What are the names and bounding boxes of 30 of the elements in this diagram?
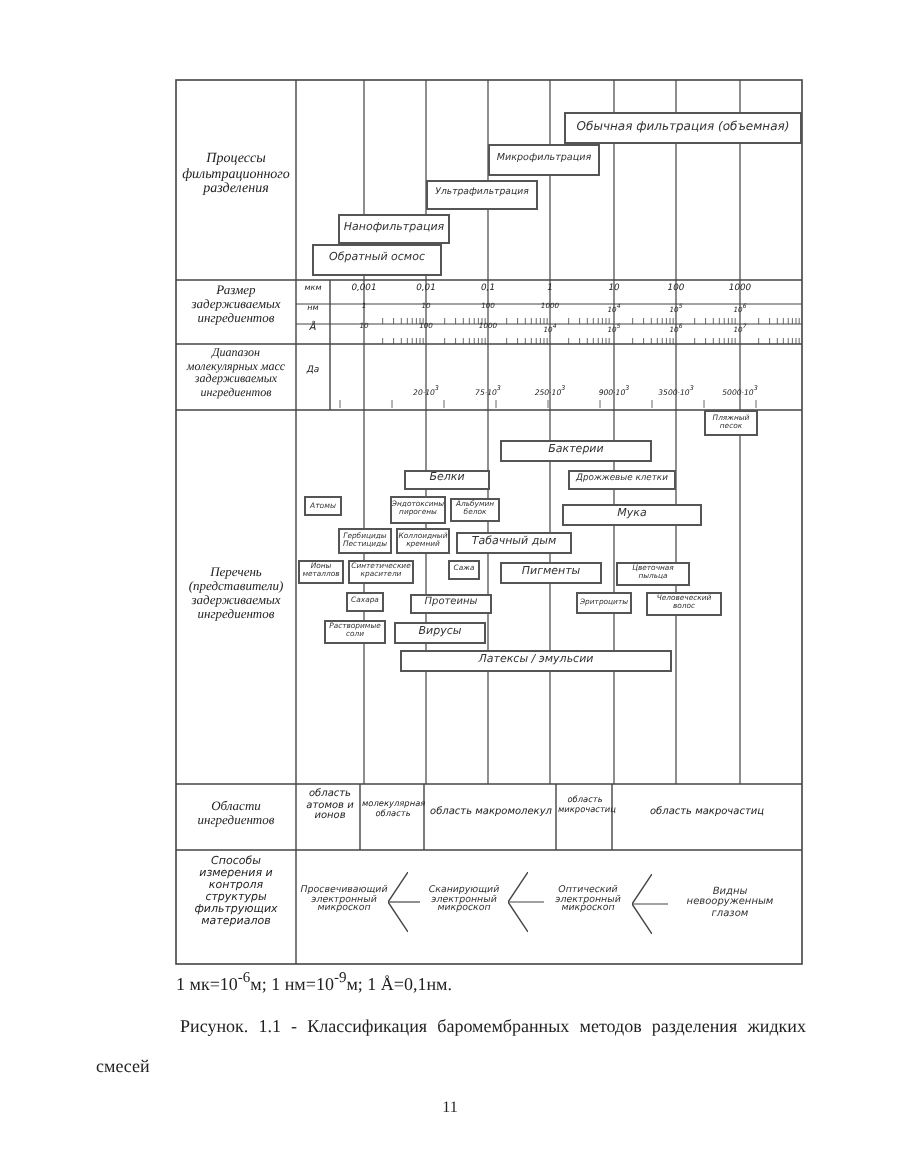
process-box (338, 214, 450, 244)
ingredient-box (396, 528, 450, 554)
ingredient-box (616, 562, 690, 586)
ingredient-box (500, 562, 602, 584)
figure-caption: Рисунок. 1.1 - Классификация баромембранных методов разделения жидких смесей (96, 1014, 806, 1080)
page-number: 11 (440, 1100, 460, 1118)
ingredient-box (646, 592, 722, 616)
chevron-arrow (631, 873, 669, 935)
ingredient-box (568, 470, 676, 490)
ingredient-box (346, 592, 384, 612)
units-note: 1 мк=10$^{-6}$м; 1 нм=10$^{-9}$м; 1 Å=0,1нм. (176, 970, 454, 996)
ingredient-box (562, 504, 702, 526)
ingredient-box (448, 560, 480, 580)
ingredient-box (304, 496, 342, 516)
ingredient-box (404, 470, 490, 490)
ingredient-box (394, 622, 486, 644)
ingredient-box (500, 440, 652, 462)
ingredient-box (390, 496, 446, 524)
ingredient-box (456, 532, 572, 554)
process-box (564, 112, 802, 144)
process-box (312, 244, 442, 276)
chevron-arrow (387, 871, 421, 933)
ingredient-box (338, 528, 392, 554)
ingredient-box (410, 594, 492, 614)
ingredient-box (576, 592, 632, 614)
process-box (426, 180, 538, 210)
chevron-arrow (507, 871, 545, 933)
process-box (488, 144, 600, 176)
ingredient-box (400, 650, 672, 672)
ingredient-box (704, 410, 758, 436)
